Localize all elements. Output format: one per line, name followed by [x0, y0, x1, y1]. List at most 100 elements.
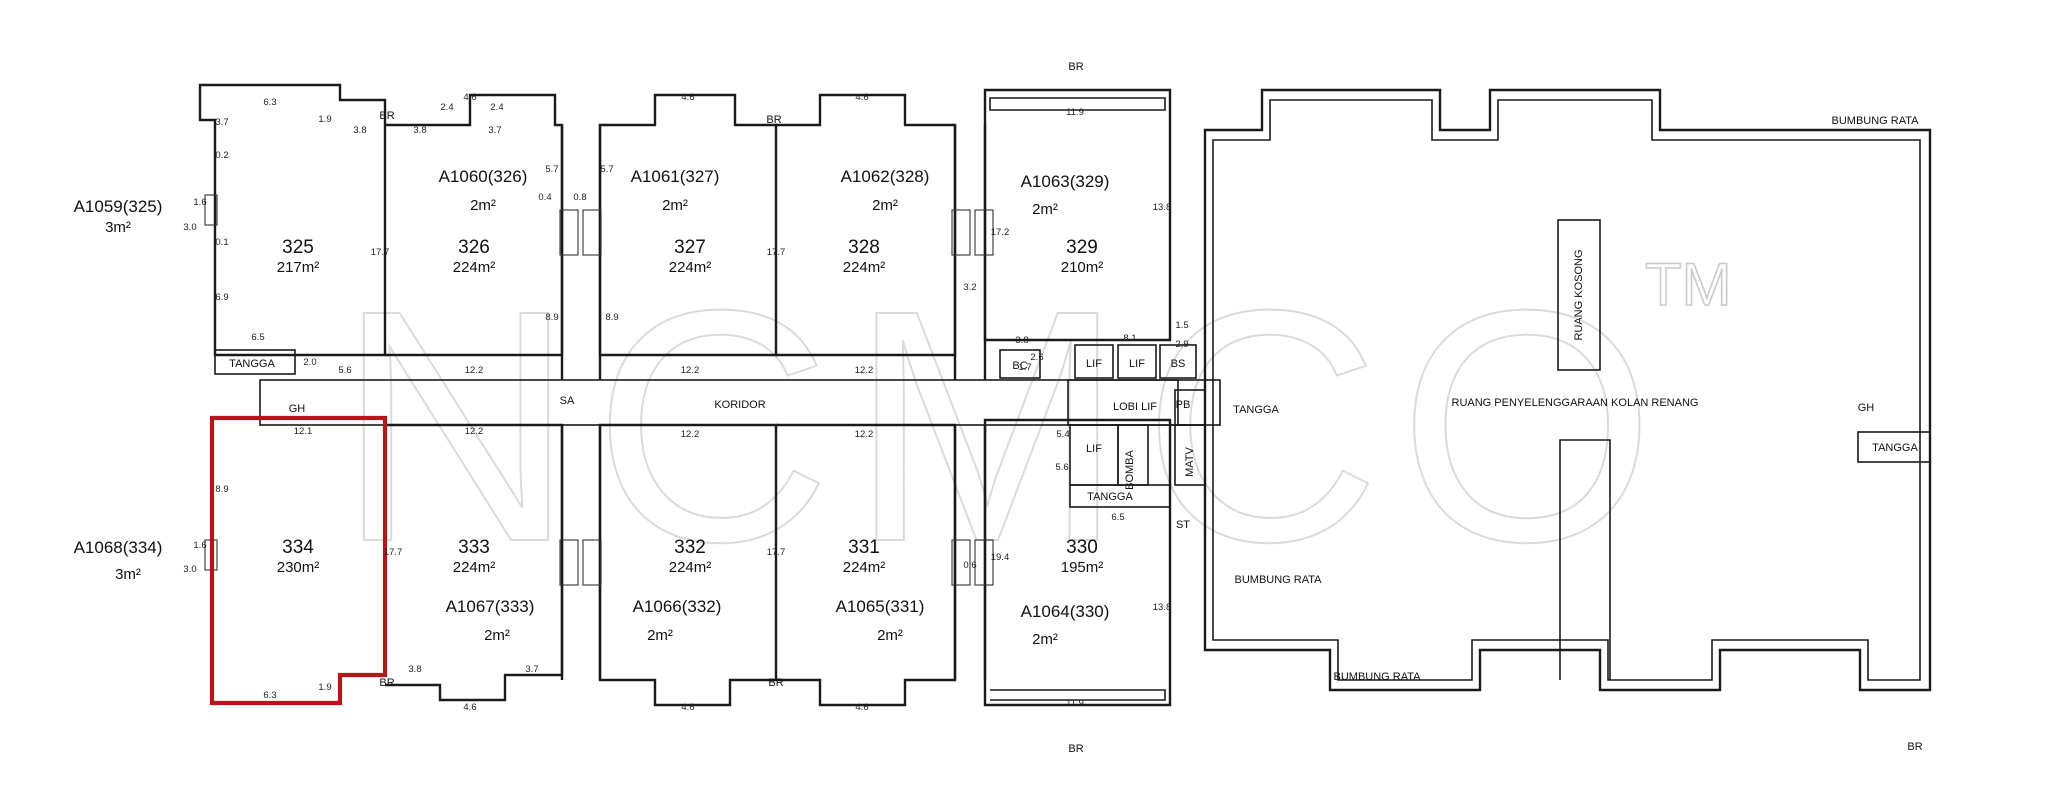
- dim-4-6-top-b: 4.6: [681, 92, 694, 103]
- unit-334-highlight[interactable]: [209, 415, 388, 706]
- dim-2-4-top: 2.4: [440, 102, 453, 113]
- dim-1-9-bottom: 1.9: [318, 682, 331, 693]
- dim-6-3-bottom: 6.3: [263, 690, 276, 701]
- acc-331-box: [951, 539, 971, 586]
- dim-12-2-332: 12.2: [681, 429, 700, 440]
- dim-3-8-329: 3.8: [1015, 335, 1028, 346]
- dim-0-4-326: 0.4: [538, 192, 551, 203]
- tangga-pool-room: [1857, 431, 1931, 463]
- dim-4-6-top-c: 4.6: [855, 92, 868, 103]
- unit-331-area: 224m²: [843, 559, 886, 576]
- unit-327-outline: [598, 93, 778, 357]
- br-label-2: BR: [766, 114, 781, 126]
- gh-right-label: GH: [1858, 402, 1875, 414]
- dim-3-7-top: 3.7: [488, 125, 501, 136]
- upper-units-block: 325 217m² 326 224m² 327 224m² 328 224m² …: [74, 61, 1197, 415]
- lif-room-1: [1074, 344, 1114, 379]
- dim-0-1-325: 0.1: [215, 237, 228, 248]
- lif-label-2: LIF: [1129, 358, 1145, 370]
- bumbung-rata-left: BUMBUNG RATA: [1235, 574, 1323, 586]
- dim-3-0-325: 3.0: [183, 222, 196, 233]
- dim-1-6-325: 1.6: [193, 197, 206, 208]
- acc-326-area: 2m²: [470, 197, 496, 214]
- dim-17-7-334: 17.7: [384, 547, 403, 558]
- unit-326-number: 326: [458, 237, 490, 258]
- br-label-7: BR: [1907, 741, 1922, 753]
- dim-12-2-u326: 12.2: [465, 365, 484, 376]
- acc-329-area: 2m²: [1032, 201, 1058, 218]
- br-label-1: BR: [379, 110, 394, 122]
- acc-326-box: [559, 209, 579, 256]
- dim-8-9-334: 8.9: [215, 484, 228, 495]
- acc-334-area: 3m²: [115, 566, 141, 583]
- tangga-lower: [1069, 484, 1171, 508]
- dim-4-6-bottom-c: 4.6: [855, 702, 868, 713]
- bumbung-rata-top: BUMBUNG RATA: [1832, 115, 1920, 127]
- acc-328-area: 2m²: [872, 197, 898, 214]
- dim-0-6-330: 0.6: [963, 560, 976, 571]
- dim-8-9-327: 8.9: [605, 312, 618, 323]
- dim-1-9-top: 1.9: [318, 114, 331, 125]
- dim-4-6-bottom-b: 4.6: [681, 702, 694, 713]
- dim-17-2-329: 17.2: [991, 227, 1010, 238]
- dim-19-4-330: 19.4: [991, 552, 1010, 563]
- bc-label: BC: [1012, 360, 1027, 372]
- unit-333-area: 224m²: [453, 559, 496, 576]
- bumbung-rata-bottom: BUMBUNG RATA: [1334, 671, 1422, 683]
- dim-3-2-328: 3.2: [963, 282, 976, 293]
- br-label-3: BR: [1068, 61, 1083, 73]
- ruang-penyelenggaraan-label: RUANG PENYELENGGARAAN KOLAN RENANG: [1452, 397, 1699, 409]
- unit-333-number: 333: [458, 537, 490, 558]
- dim-6-5-left: 6.5: [251, 332, 264, 343]
- acc-330-box: [974, 539, 994, 586]
- dim-5-7-327: 5.7: [600, 164, 613, 175]
- dim-12-2-333: 12.2: [465, 426, 484, 437]
- unit-332-number: 332: [674, 537, 706, 558]
- lobi-lif-label: LOBI LIF: [1113, 401, 1157, 413]
- unit-325-number: 325: [282, 237, 314, 258]
- dim-3-8-top-b: 3.8: [413, 125, 426, 136]
- ruang-kosong-label: RUANG KOSONG: [1573, 249, 1585, 340]
- lif-label-1: LIF: [1086, 358, 1102, 370]
- gh-left-label: GH: [289, 403, 306, 415]
- bs-room: [1159, 344, 1197, 379]
- unit-327-area: 224m²: [669, 259, 712, 276]
- dim-3-8-top: 3.8: [353, 125, 366, 136]
- dim-3-8-bottom: 3.8: [408, 664, 421, 675]
- unit-328-number: 328: [848, 237, 880, 258]
- watermark-mark: TM: [1645, 251, 1732, 318]
- acc-333-box: [559, 539, 579, 586]
- dim-17-7-331: 17.7: [767, 547, 786, 558]
- lif-room-2: [1117, 344, 1157, 379]
- pool-block-inner-outline: [1212, 99, 1921, 681]
- dim-12-2-u327: 12.2: [681, 365, 700, 376]
- pool-block: RUANG KOSONG RUANG PENYELENGGARAAN KOLAN…: [1203, 88, 1932, 753]
- tangga-upper-left-label: TANGGA: [229, 358, 275, 370]
- dim-13-8-329: 13.8: [1153, 202, 1172, 213]
- acc-330-id: A1064(330): [1021, 602, 1110, 621]
- dim-5-6-lower: 5.6: [1055, 462, 1068, 473]
- dim-2-4-top-b: 2.4: [490, 102, 503, 113]
- unit-332-area: 224m²: [669, 559, 712, 576]
- unit-325-outline: [198, 83, 387, 357]
- dim-2-9: 2.9: [1175, 339, 1188, 350]
- lif-label-lower: LIF: [1086, 443, 1102, 455]
- koridor-label: KORIDOR: [714, 399, 765, 411]
- dim-13-8-330: 13.8: [1153, 602, 1172, 613]
- dim-2-0: 2.0: [303, 357, 316, 368]
- acc-327-area: 2m²: [662, 197, 688, 214]
- unit-329-top-ledge: [989, 97, 1166, 111]
- dim-2-6: 2.6: [1030, 352, 1043, 363]
- acc-334-id: A1068(334): [74, 538, 163, 557]
- dim-11-9-bottom: 11.9: [1066, 698, 1084, 709]
- unit-330-number: 330: [1066, 537, 1098, 558]
- dim-11-9-top: 11.9: [1066, 107, 1084, 118]
- unit-329-number: 329: [1066, 237, 1098, 258]
- sa-label: SA: [560, 395, 575, 407]
- dim-3-7-bottom: 3.7: [525, 664, 538, 675]
- br-label-5: BR: [768, 677, 783, 689]
- dim-17-7-325: 17.7: [371, 247, 390, 258]
- dimensions: 6.3 1.9 3.8 3.8 3.7 3.7 0.2 6.9 6.5 5.6 …: [183, 92, 1188, 713]
- dim-12-2-331: 12.2: [855, 429, 874, 440]
- acc-332-id: A1066(332): [633, 597, 722, 616]
